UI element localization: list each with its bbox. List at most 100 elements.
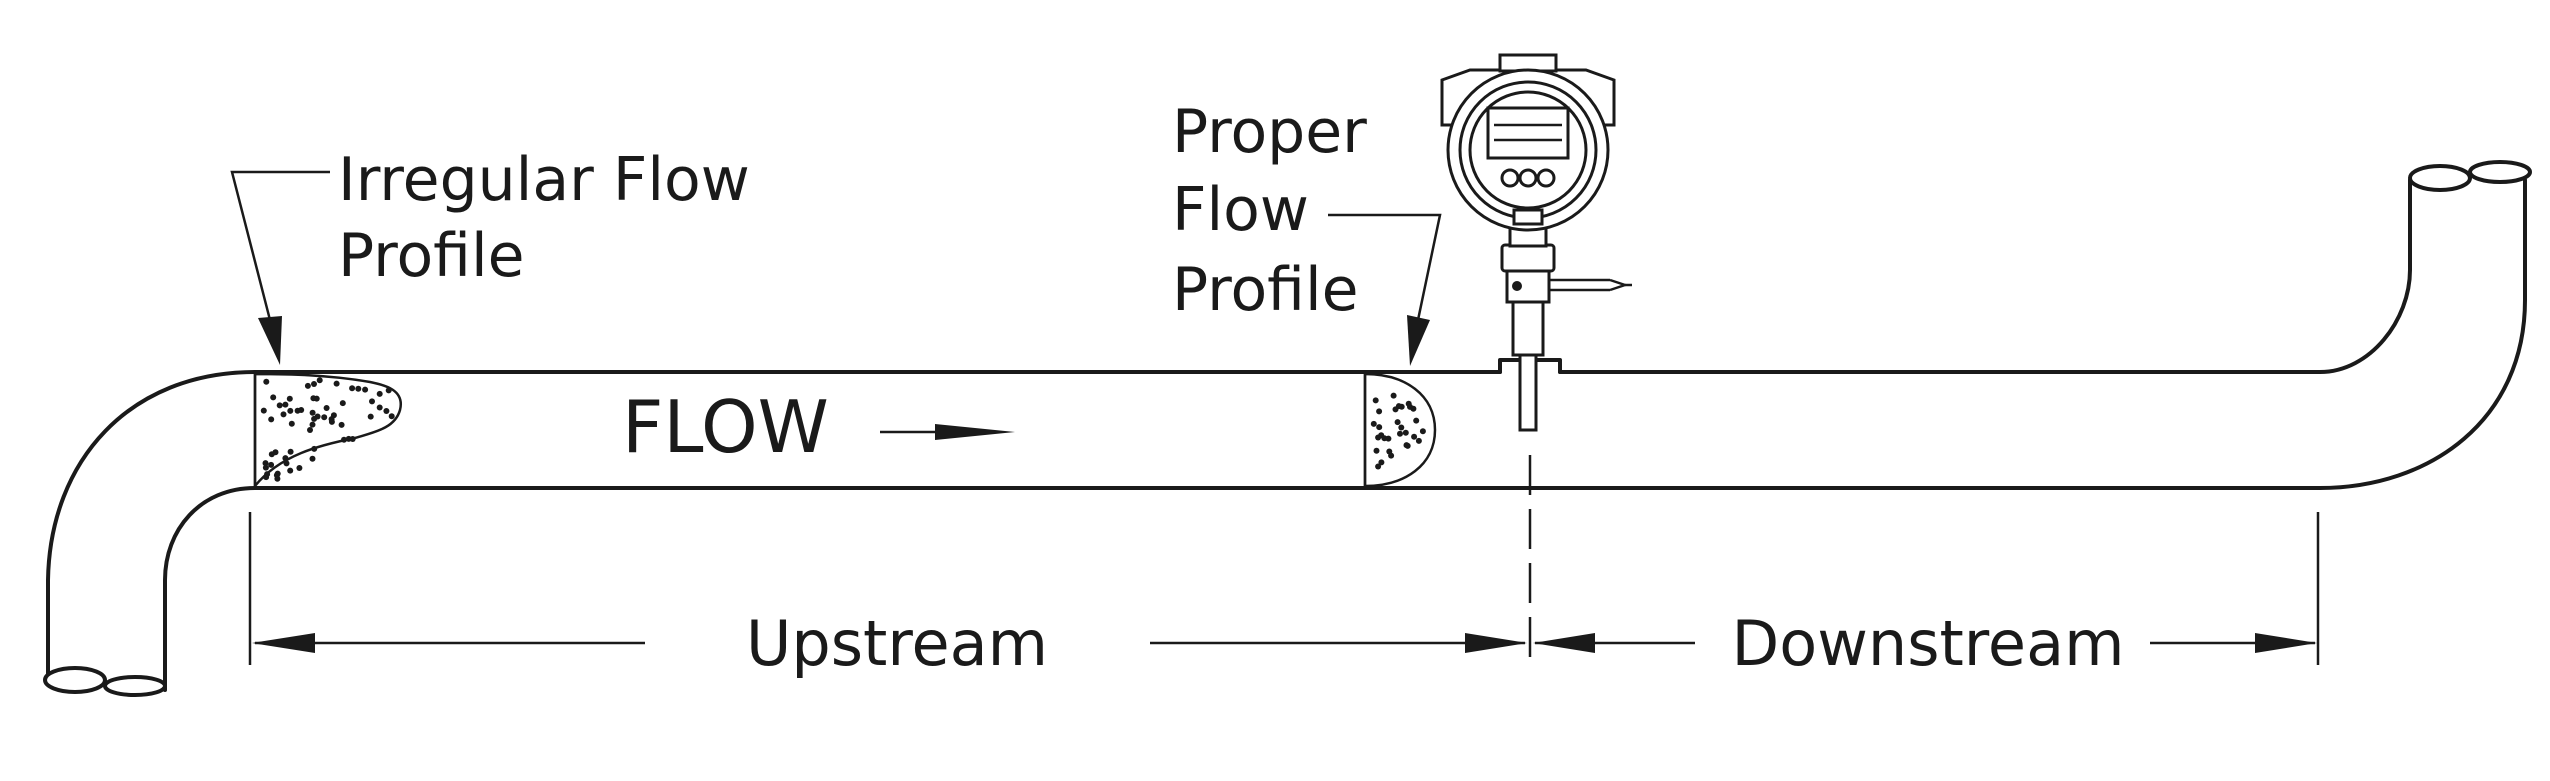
downstream-label: Downstream [1732, 607, 2125, 680]
stipple-dot [316, 377, 323, 384]
stipple-dot [323, 405, 330, 411]
stipple-dot [1392, 406, 1399, 413]
stipple-dot [282, 455, 289, 462]
stipple-dot [1397, 430, 1403, 437]
irregular-flow-profile [253, 372, 403, 490]
stipple-dot [1394, 419, 1401, 426]
stipple-dot [1375, 434, 1382, 441]
stipple-dot [268, 416, 275, 423]
stipple-dot [314, 413, 321, 420]
proper-label-line1: Proper [1172, 97, 1367, 167]
stipple-dot [1398, 403, 1405, 410]
stipple-dot [311, 445, 318, 452]
stipple-dot [1413, 417, 1420, 424]
stipple-dot [287, 448, 294, 455]
stipple-dot [1378, 459, 1385, 466]
left-elbow-outer [46, 370, 257, 682]
stipple-dot [304, 382, 311, 389]
stipple-dot [296, 465, 303, 471]
irregular-label-line2: Profile [338, 221, 525, 291]
stipple-dot [1398, 424, 1405, 431]
stipple-dot [287, 467, 294, 474]
stipple-dot [262, 460, 269, 467]
stipple-dot [294, 407, 301, 414]
stipple-dot [1404, 442, 1411, 449]
stipple-dot [333, 380, 340, 387]
stipple-dot [362, 386, 369, 393]
stipple-dot [321, 414, 328, 421]
stipple-dot [1415, 437, 1422, 444]
stipple-dot [369, 398, 375, 405]
stipple-dot [309, 409, 316, 416]
proper-profile-dots [1370, 392, 1426, 470]
dimension-lines: Upstream Downstream [248, 455, 2320, 680]
stipple-dot [1373, 447, 1380, 454]
right-elbow-outer [2318, 178, 2527, 490]
stipple-dot [1386, 448, 1393, 455]
stipple-dot [1376, 424, 1383, 431]
flow-meter-icon [1440, 53, 1632, 432]
stipple-dot [286, 395, 293, 402]
stipple-dot [355, 385, 362, 392]
stipple-dot [1372, 397, 1379, 404]
stipple-dot [309, 455, 316, 462]
stipple-dot [263, 474, 270, 481]
stipple-dot [383, 408, 390, 414]
left-pipe-opening [43, 666, 167, 697]
stipple-dot [385, 387, 392, 394]
stipple-dot [1375, 463, 1382, 470]
stipple-dot [313, 395, 320, 402]
left-elbow-inner [163, 486, 257, 692]
stipple-dot [288, 420, 295, 427]
stipple-dot [263, 378, 270, 385]
irregular-label-line1: Irregular Flow [338, 145, 750, 215]
stipple-dot [268, 461, 275, 468]
stipple-dot [309, 421, 316, 428]
stipple-dot [367, 413, 374, 420]
proper-flow-profile [1363, 372, 1437, 488]
right-elbow-inner [2318, 178, 2412, 374]
stipple-dot [1390, 392, 1397, 399]
stipple-dot [1370, 420, 1377, 427]
right-pipe-opening [2408, 160, 2532, 192]
stipple-dot [283, 460, 290, 467]
arrow-right-icon [880, 424, 1015, 440]
proper-leader-arrow [1328, 213, 1442, 366]
stipple-dot [1405, 400, 1412, 407]
stipple-dot [276, 402, 283, 409]
stipple-dot [1381, 435, 1388, 442]
upstream-arrow-left [252, 633, 315, 653]
downstream-arrow-right [2255, 633, 2317, 653]
stipple-dot [1419, 428, 1426, 435]
stipple-dot [268, 451, 275, 458]
stipple-dot [311, 381, 317, 387]
stipple-dot [1402, 429, 1409, 436]
stipple-dot [280, 411, 287, 418]
stipple-dot [273, 472, 280, 479]
irregular-leader-arrow [230, 170, 330, 365]
downstream-arrow-left [1533, 633, 1595, 653]
stipple-dot [270, 394, 277, 401]
stipple-dot [262, 464, 269, 471]
upstream-label: Upstream [746, 607, 1048, 680]
proper-label-line2: Flow [1172, 175, 1309, 245]
stipple-dot [349, 385, 356, 392]
stipple-dot [345, 435, 352, 442]
stipple-dot [388, 413, 395, 420]
pipe [43, 160, 2532, 697]
stipple-dot [341, 436, 347, 443]
flow-label: FLOW [622, 385, 829, 469]
stipple-dot [376, 390, 383, 397]
stipple-dot [260, 407, 267, 414]
stipple-dot [376, 404, 383, 411]
stipple-dot [1411, 433, 1418, 440]
irregular-profile-dots [260, 377, 395, 482]
upstream-arrow-right [1465, 633, 1527, 653]
stipple-dot [287, 407, 294, 414]
stipple-dot [338, 421, 345, 428]
stipple-dot [307, 427, 313, 433]
irregular-profile-shape [253, 372, 403, 490]
stipple-dot [1376, 408, 1383, 415]
proper-label-line3: Profile [1172, 255, 1359, 325]
